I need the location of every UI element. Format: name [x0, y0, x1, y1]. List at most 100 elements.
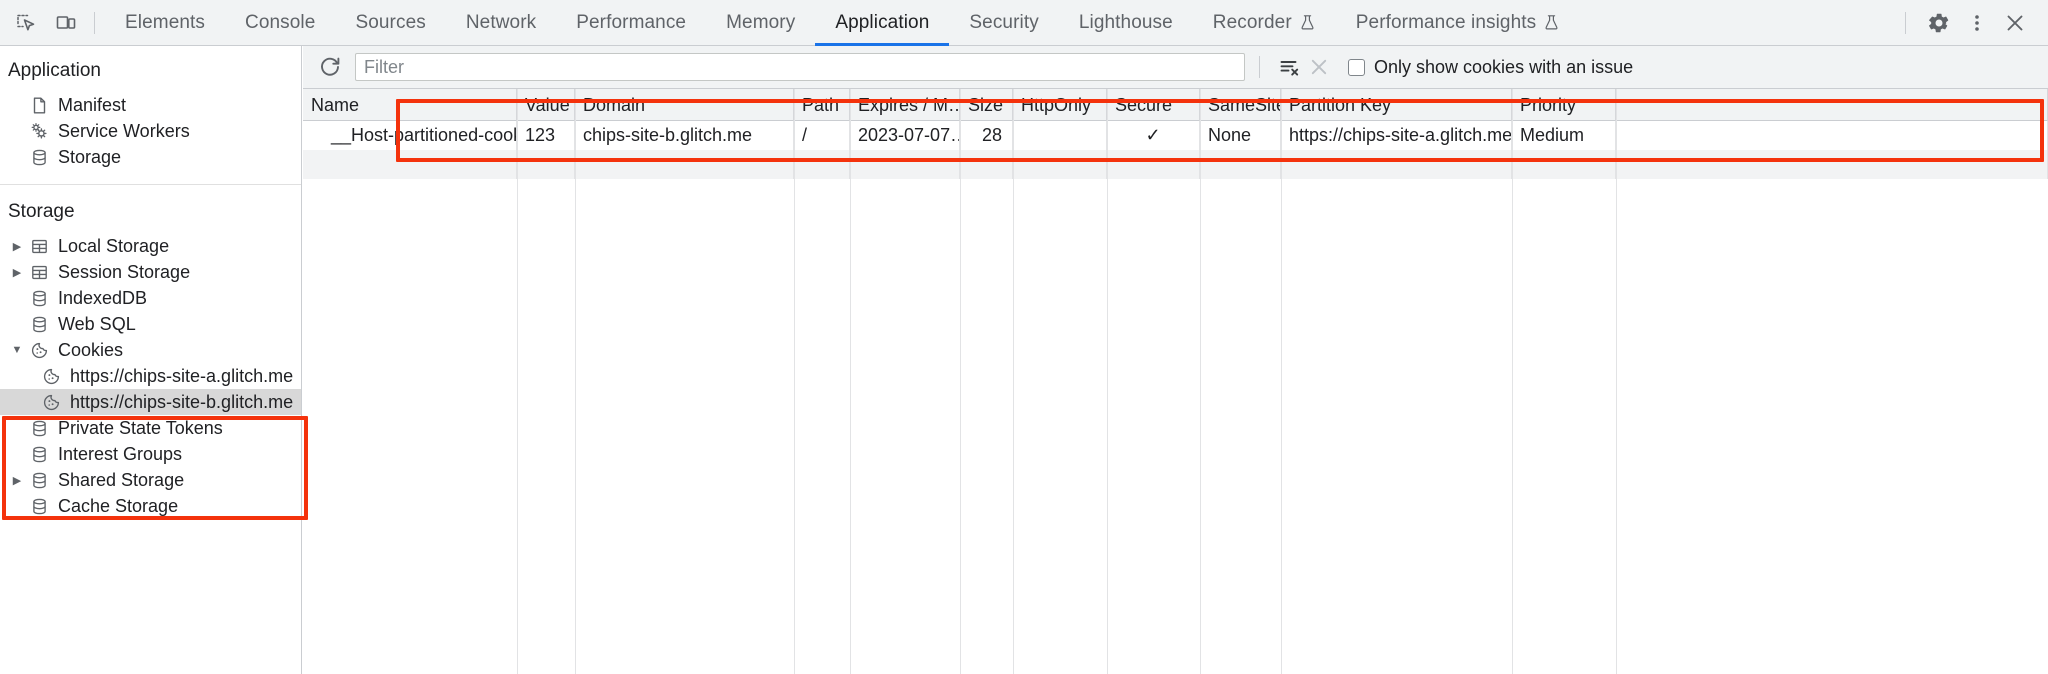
- sidebar-item-storage[interactable]: ▶ Storage: [0, 144, 301, 170]
- tab-label: Security: [969, 11, 1039, 33]
- database-icon: [26, 419, 52, 438]
- filter-input[interactable]: [355, 53, 1245, 81]
- sidebar-item-manifest[interactable]: ▶ Manifest: [0, 92, 301, 118]
- sidebar-item-label: Storage: [58, 146, 122, 167]
- column-guide: [1013, 89, 1014, 674]
- cookies-panel: Only show cookies with an issue Name Va: [303, 46, 2048, 674]
- cell-size: 28: [960, 121, 1013, 150]
- close-icon[interactable]: [1996, 4, 2034, 42]
- cell-samesite: [1200, 150, 1281, 179]
- sidebar-item-label: Service Workers: [58, 120, 190, 141]
- sidebar-item-shared-storage[interactable]: ▶ Shared Storage: [0, 467, 301, 493]
- sidebar-item-label: https://chips-site-b.glitch.me: [70, 391, 294, 412]
- table-row-placeholder[interactable]: [303, 150, 2048, 179]
- cell-partition-key: [1281, 150, 1512, 179]
- clear-filtered-cookies-icon[interactable]: [1274, 52, 1304, 82]
- tab-performance[interactable]: Performance: [556, 0, 706, 46]
- device-toolbar-icon[interactable]: [46, 0, 86, 46]
- inspect-element-icon[interactable]: [6, 0, 46, 46]
- cell-path: /: [794, 121, 850, 150]
- tab-label: Elements: [125, 11, 206, 33]
- cell-httponly: [1013, 150, 1107, 179]
- tab-security[interactable]: Security: [949, 0, 1058, 46]
- tab-recorder[interactable]: Recorder: [1193, 0, 1336, 46]
- column-guide: [1281, 89, 1282, 674]
- sidebar-item-web-sql[interactable]: ▶ Web SQL: [0, 311, 301, 337]
- twisty-placeholder: ▶: [8, 292, 26, 305]
- tab-lighthouse[interactable]: Lighthouse: [1059, 0, 1193, 46]
- database-icon: [26, 315, 52, 334]
- toolbar-divider: [1905, 11, 1906, 34]
- cell-secure: ✓: [1107, 121, 1200, 150]
- column-guide: [1512, 89, 1513, 674]
- chevron-right-icon[interactable]: ▶: [12, 474, 22, 487]
- tab-application[interactable]: Application: [815, 0, 950, 46]
- tab-sources[interactable]: Sources: [335, 0, 445, 46]
- sidebar-item-label: https://chips-site-a.glitch.me: [70, 365, 294, 386]
- sidebar-item-label: Manifest: [58, 94, 127, 115]
- twisty-placeholder: ▶: [20, 370, 38, 383]
- column-guide: [960, 89, 961, 674]
- cell-expires: 2023-07-07…: [850, 121, 960, 150]
- cell-path: [794, 150, 850, 179]
- cell-httponly: [1013, 121, 1107, 150]
- chevron-right-icon[interactable]: ▶: [12, 266, 22, 279]
- chevron-right-icon[interactable]: ▶: [12, 240, 22, 253]
- cell-name: [303, 150, 517, 179]
- sidebar-item-cookies[interactable]: ▼ Cookies: [0, 337, 301, 363]
- twisty-placeholder: ▶: [8, 125, 26, 138]
- cookies-data-grid: Name Value Domain Path Expires / M… Size…: [303, 89, 2048, 674]
- sidebar-item-cookies-chips-site-b[interactable]: ▶ https://chips-site-b.glitch.me: [0, 389, 301, 415]
- checkbox-label: Only show cookies with an issue: [1374, 56, 1634, 77]
- sidebar-item-indexeddb[interactable]: ▶ IndexedDB: [0, 285, 301, 311]
- database-icon: [26, 148, 52, 167]
- sidebar-item-session-storage[interactable]: ▶ Session Storage: [0, 259, 301, 285]
- sidebar-section-storage-title: Storage: [8, 201, 75, 222]
- gear-icon[interactable]: [1920, 4, 1958, 42]
- sidebar-item-label: Cache Storage: [58, 495, 179, 516]
- tab-elements[interactable]: Elements: [105, 0, 225, 46]
- tab-console[interactable]: Console: [225, 0, 335, 46]
- tab-label: Performance insights: [1355, 11, 1537, 33]
- sidebar-item-label: Shared Storage: [58, 469, 185, 490]
- tab-label: Memory: [726, 11, 796, 33]
- cell-domain: chips-site-b.glitch.me: [575, 121, 794, 150]
- sidebar-item-label: Private State Tokens: [58, 417, 223, 438]
- checkbox-box[interactable]: [1348, 58, 1365, 76]
- tab-label: Application: [835, 11, 930, 33]
- sidebar-item-service-workers[interactable]: ▶ Service Workers: [0, 118, 301, 144]
- cookies-filter-toolbar: Only show cookies with an issue: [303, 46, 2048, 89]
- column-header-name[interactable]: Name: [303, 89, 517, 121]
- tab-memory[interactable]: Memory: [706, 0, 815, 46]
- sidebar-item-interest-groups[interactable]: ▶ Interest Groups: [0, 441, 301, 467]
- tab-performance-insights[interactable]: Performance insights: [1336, 0, 1580, 46]
- tab-network[interactable]: Network: [446, 0, 556, 46]
- cookie-icon: [38, 367, 64, 386]
- sidebar-item-cookies-chips-site-a[interactable]: ▶ https://chips-site-a.glitch.me: [0, 363, 301, 389]
- clear-all-cookies-icon[interactable]: [1304, 52, 1334, 82]
- column-guide: [1616, 89, 1617, 674]
- chevron-down-icon[interactable]: ▼: [11, 344, 23, 356]
- cookie-icon: [38, 393, 64, 412]
- more-vertical-icon[interactable]: [1958, 4, 1996, 42]
- cell-partition-key: https://chips-site-a.glitch.me: [1281, 121, 1512, 150]
- sidebar-item-cache-storage[interactable]: ▶ Cache Storage: [0, 493, 301, 519]
- database-icon: [26, 445, 52, 464]
- sidebar-item-label: Interest Groups: [58, 443, 183, 464]
- cell-domain: [575, 150, 794, 179]
- sidebar-item-private-state-tokens[interactable]: ▶ Private State Tokens: [0, 415, 301, 441]
- sidebar-item-local-storage[interactable]: ▶ Local Storage: [0, 233, 301, 259]
- table-row[interactable]: __Host-partitioned-cookie 123 chips-site…: [303, 121, 2048, 150]
- experiment-flask-icon: [1543, 14, 1560, 31]
- refresh-icon[interactable]: [313, 50, 347, 84]
- tab-label: Sources: [355, 11, 426, 33]
- twisty-placeholder: ▶: [8, 151, 26, 164]
- cell-value: [517, 150, 575, 179]
- sidebar-item-label: IndexedDB: [58, 287, 148, 308]
- application-sidebar: Application ▶ Manifest ▶ Serv: [0, 46, 302, 674]
- experiment-flask-icon: [1299, 14, 1316, 31]
- only-show-issues-checkbox[interactable]: Only show cookies with an issue: [1348, 57, 1633, 78]
- service-workers-gears-icon: [26, 121, 52, 141]
- sidebar-divider: [0, 184, 301, 185]
